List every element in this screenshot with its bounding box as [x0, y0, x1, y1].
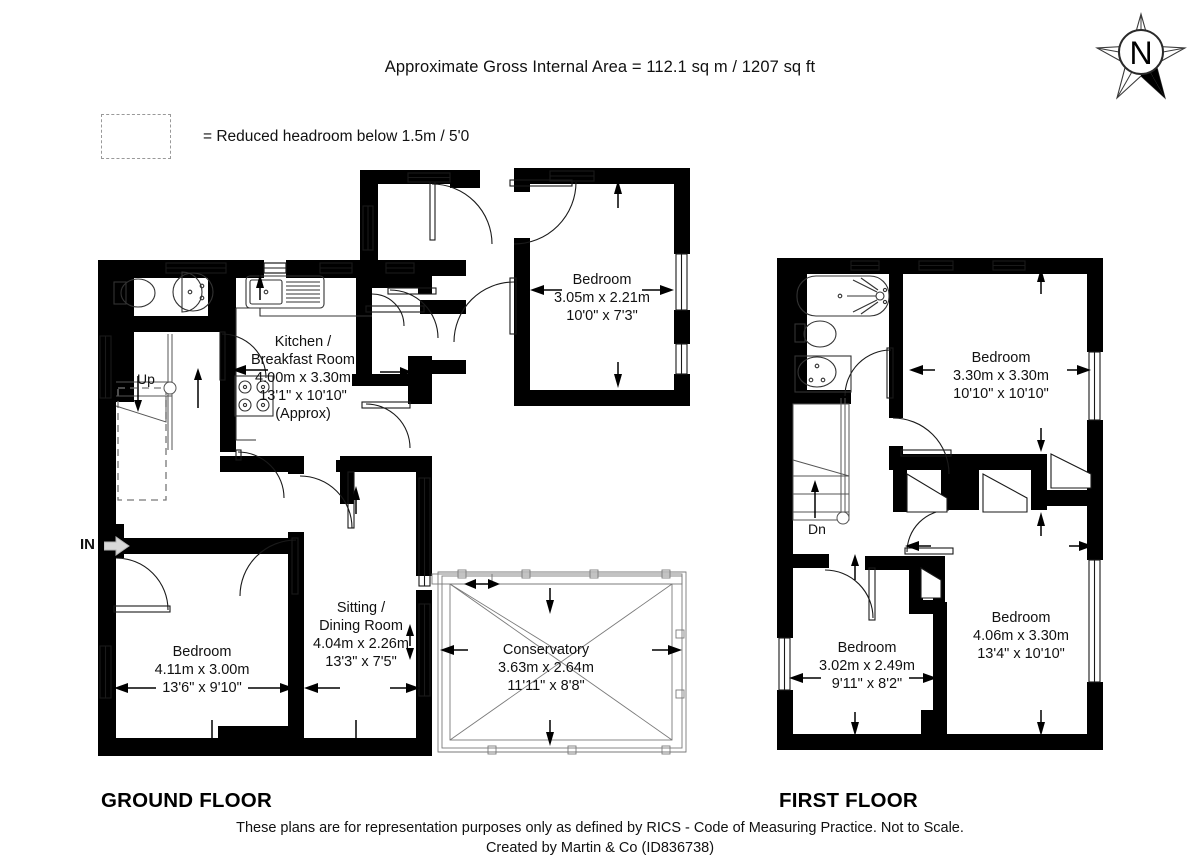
first-floor-room-labels: Bedroom 3.30m x 3.30m 10'10" x 10'10" Be…	[808, 350, 1069, 692]
kitchen-fixtures	[234, 275, 372, 441]
kitchen-imperial: 13'1" x 10'10"	[259, 388, 347, 404]
first-floor-dimension-arrows	[789, 268, 1093, 736]
ff-bedroom2-imperial: 13'4" x 10'10"	[977, 646, 1065, 662]
bathroom-fixtures	[794, 275, 890, 393]
stair-dn-marker: Dn	[808, 521, 826, 537]
gf-bedroom2-imperial: 13'6" x 9'10"	[162, 680, 242, 696]
ff-bedroom1-metric: 3.30m x 3.30m	[953, 368, 1049, 384]
compass-letter: N	[1129, 35, 1152, 71]
ground-floor-windows	[99, 170, 688, 699]
ground-floor-staircase	[115, 334, 202, 501]
conservatory-metric: 3.63m x 2.64m	[498, 660, 594, 676]
sitting-room-metric: 4.04m x 2.26m	[313, 636, 409, 652]
kitchen-label-line1: Kitchen /	[275, 334, 332, 350]
conservatory-structure	[431, 569, 687, 755]
sitting-room-imperial: 13'3" x 7'5"	[325, 654, 396, 670]
kitchen-approx-note: (Approx)	[275, 406, 331, 422]
compass-north-icon: N	[1095, 11, 1187, 100]
gf-bedroom1-label: Bedroom	[573, 272, 632, 288]
ff-bedroom1-label: Bedroom	[972, 350, 1031, 366]
ground-floor-room-labels: Kitchen / Breakfast Room 4.00m x 3.30m 1…	[137, 272, 650, 696]
ff-bedroom2-label: Bedroom	[992, 610, 1051, 626]
entry-in-label: IN	[80, 536, 95, 553]
ground-floor-dimension-arrows	[114, 180, 682, 752]
first-floor-staircase	[792, 398, 850, 525]
entry-arrow-icon	[104, 536, 130, 556]
first-floor-windows	[778, 260, 1101, 691]
kitchen-label-line2: Breakfast Room	[251, 352, 355, 368]
gf-bedroom2-label: Bedroom	[173, 644, 232, 660]
ground-floor-walls	[98, 168, 690, 756]
conservatory-label: Conservatory	[503, 642, 590, 658]
sitting-room-label-line1: Sitting /	[337, 600, 386, 616]
stair-up-marker: Up	[137, 371, 155, 387]
page-title: Approximate Gross Internal Area = 112.1 …	[384, 58, 816, 76]
ff-bedroom3-label: Bedroom	[838, 640, 897, 656]
wc-fixtures	[113, 271, 214, 313]
first-floor-doors	[824, 347, 1092, 621]
reduced-headroom-legend-label: = Reduced headroom below 1.5m / 5'0	[203, 128, 470, 145]
gf-bedroom1-imperial: 10'0" x 7'3"	[566, 308, 637, 324]
reduced-headroom-swatch-icon	[101, 114, 171, 159]
ff-bedroom3-metric: 3.02m x 2.49m	[819, 658, 915, 674]
footer-credit: Created by Martin & Co (ID836738)	[485, 840, 715, 856]
ground-floor-doors	[113, 179, 577, 613]
ff-bedroom3-imperial: 9'11" x 8'2"	[832, 676, 902, 692]
gf-bedroom1-metric: 3.05m x 2.21m	[554, 290, 650, 306]
conservatory-imperial: 11'11" x 8'8"	[507, 678, 584, 694]
footer-disclaimer: These plans are for representation purpo…	[236, 820, 964, 836]
gf-bedroom2-metric: 4.11m x 3.00m	[155, 662, 250, 678]
ff-bedroom1-imperial: 10'10" x 10'10"	[953, 386, 1049, 402]
ff-bedroom2-metric: 4.06m x 3.30m	[973, 628, 1069, 644]
kitchen-metric: 4.00m x 3.30m	[255, 370, 351, 386]
first-floor-label: FIRST FLOOR	[779, 789, 918, 812]
sitting-room-label-line2: Dining Room	[319, 618, 403, 634]
ground-floor-label: GROUND FLOOR	[101, 789, 272, 812]
ground-floor-plan: Kitchen / Breakfast Room 4.00m x 3.30m 1…	[98, 168, 690, 756]
first-floor-plan: Bedroom 3.30m x 3.30m 10'10" x 10'10" Be…	[777, 258, 1103, 750]
